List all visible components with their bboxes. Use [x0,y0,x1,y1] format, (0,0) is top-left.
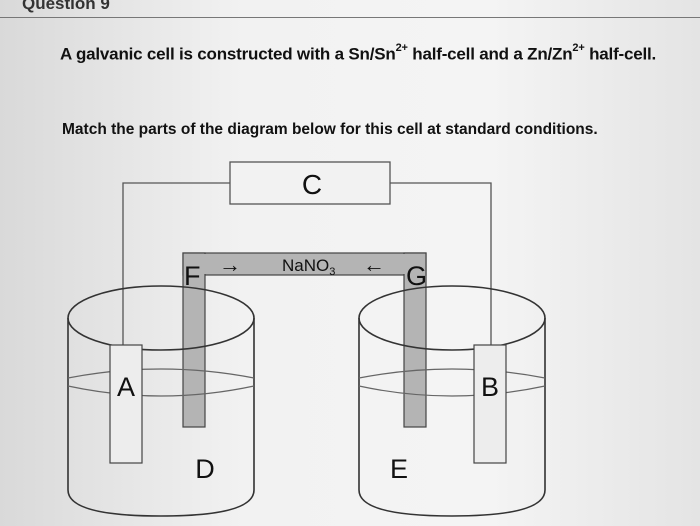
question-number: Question 9 [22,0,110,13]
label-a: A [117,372,135,402]
label-e: E [390,454,408,484]
label-d: D [195,454,215,484]
instruction-text: Match the parts of the diagram below for… [62,121,598,138]
arrow-right-icon: → [219,252,241,277]
question-prompt: A galvanic cell is constructed with a Sn… [60,42,657,65]
salt-bridge-subscript: 3 [329,266,335,278]
prompt-superscript-2: 2+ [572,42,585,54]
electrode-a [109,344,143,464]
label-c: C [302,169,322,200]
label-f: F [184,261,201,291]
salt-bridge-formula: NaNO [282,256,329,275]
right-beaker [358,285,546,517]
left-beaker [67,285,255,517]
salt-bridge [182,252,427,428]
prompt-text-1: A galvanic cell is constructed with a Sn… [60,44,396,64]
label-b: B [481,372,499,402]
electrode-b [473,344,507,464]
header-divider [0,17,700,18]
external-wire [122,182,492,345]
salt-bridge-label: NaNO3 [282,256,335,278]
prompt-text-2: half-cell and a Zn/Zn [407,44,573,64]
prompt-text-3: half-cell. [584,44,657,64]
component-box-c [229,161,391,205]
prompt-superscript-1: 2+ [395,42,408,54]
label-g: G [406,261,427,291]
arrow-left-icon: ← [363,252,385,277]
